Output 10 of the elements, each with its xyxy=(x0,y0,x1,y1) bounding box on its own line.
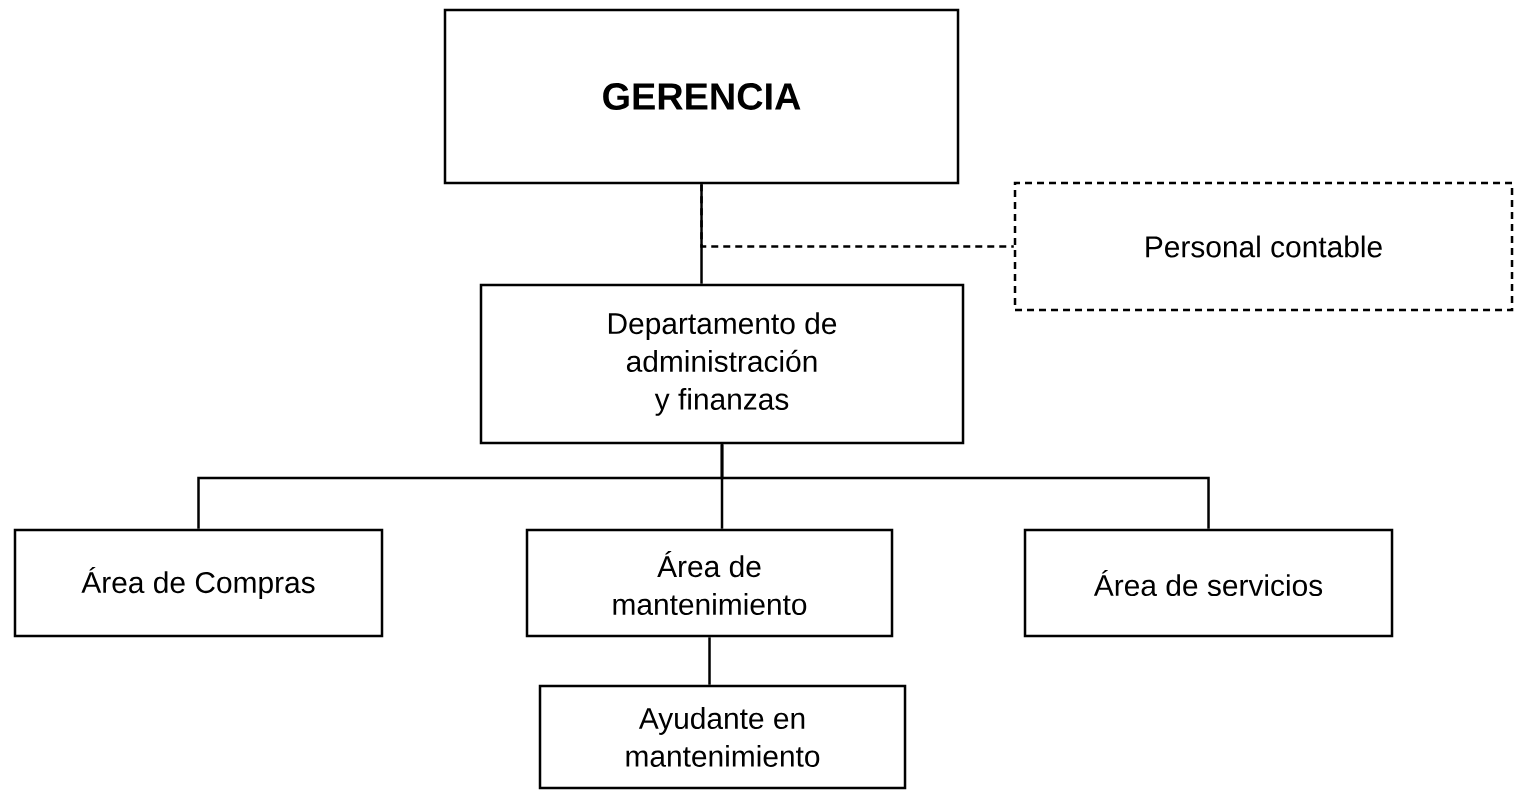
connector xyxy=(720,444,1210,529)
process-box: Personal contable xyxy=(1013,181,1514,312)
connector xyxy=(700,184,1014,248)
process-box: Ayudante en mantenimiento xyxy=(538,684,907,790)
process-box: Área de servicios xyxy=(1023,528,1394,638)
process-box: GERENCIA xyxy=(443,8,960,185)
process-box: Área de Compras xyxy=(13,528,384,638)
connector xyxy=(708,637,711,685)
process-box: Departamento de administración y finanzas xyxy=(479,283,965,445)
process-box: Área de mantenimiento xyxy=(525,528,894,638)
